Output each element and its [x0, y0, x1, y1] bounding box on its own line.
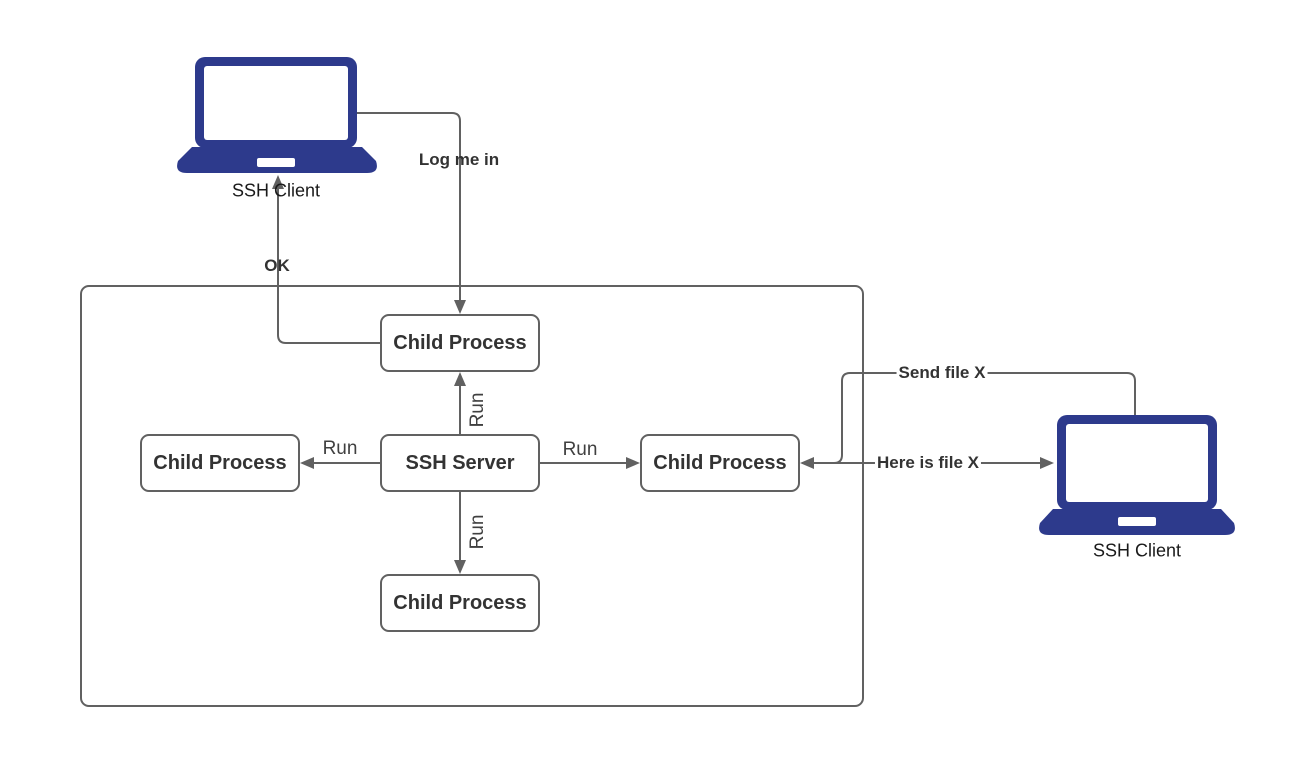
connector-ok — [272, 175, 380, 344]
label-ssh-client-top: SSH Client — [231, 180, 321, 201]
node-child-process-bottom: Child Process — [380, 574, 540, 632]
node-label: Child Process — [153, 451, 287, 474]
node-ssh-server: SSH Server — [380, 434, 540, 492]
node-label: SSH Server — [405, 451, 515, 474]
laptop-icon-client-right — [1039, 415, 1235, 535]
server-boundary-box — [80, 285, 864, 707]
connector-log-me-in — [357, 112, 466, 314]
label-ssh-client-right: SSH Client — [1092, 540, 1182, 561]
node-child-process-right: Child Process — [640, 434, 800, 492]
edge-label-run-top: Run — [467, 392, 488, 428]
connector-send-file — [800, 372, 1136, 469]
edge-label-run-bottom: Run — [467, 514, 488, 550]
node-label: Child Process — [393, 331, 527, 354]
laptop-icon-client-top — [177, 57, 377, 173]
edge-label-log-me-in: Log me in — [418, 150, 500, 169]
edge-label-here-is-file-x: Here is file X — [874, 453, 982, 473]
edge-label-ok: OK — [264, 256, 290, 275]
edge-label-run-right: Run — [562, 439, 598, 460]
node-label: Child Process — [393, 591, 527, 614]
node-child-process-top: Child Process — [380, 314, 540, 372]
edge-label-run-left: Run — [322, 438, 358, 459]
node-child-process-left: Child Process — [140, 434, 300, 492]
node-label: Child Process — [653, 451, 787, 474]
edge-label-send-file-x: Send file X — [896, 363, 988, 383]
